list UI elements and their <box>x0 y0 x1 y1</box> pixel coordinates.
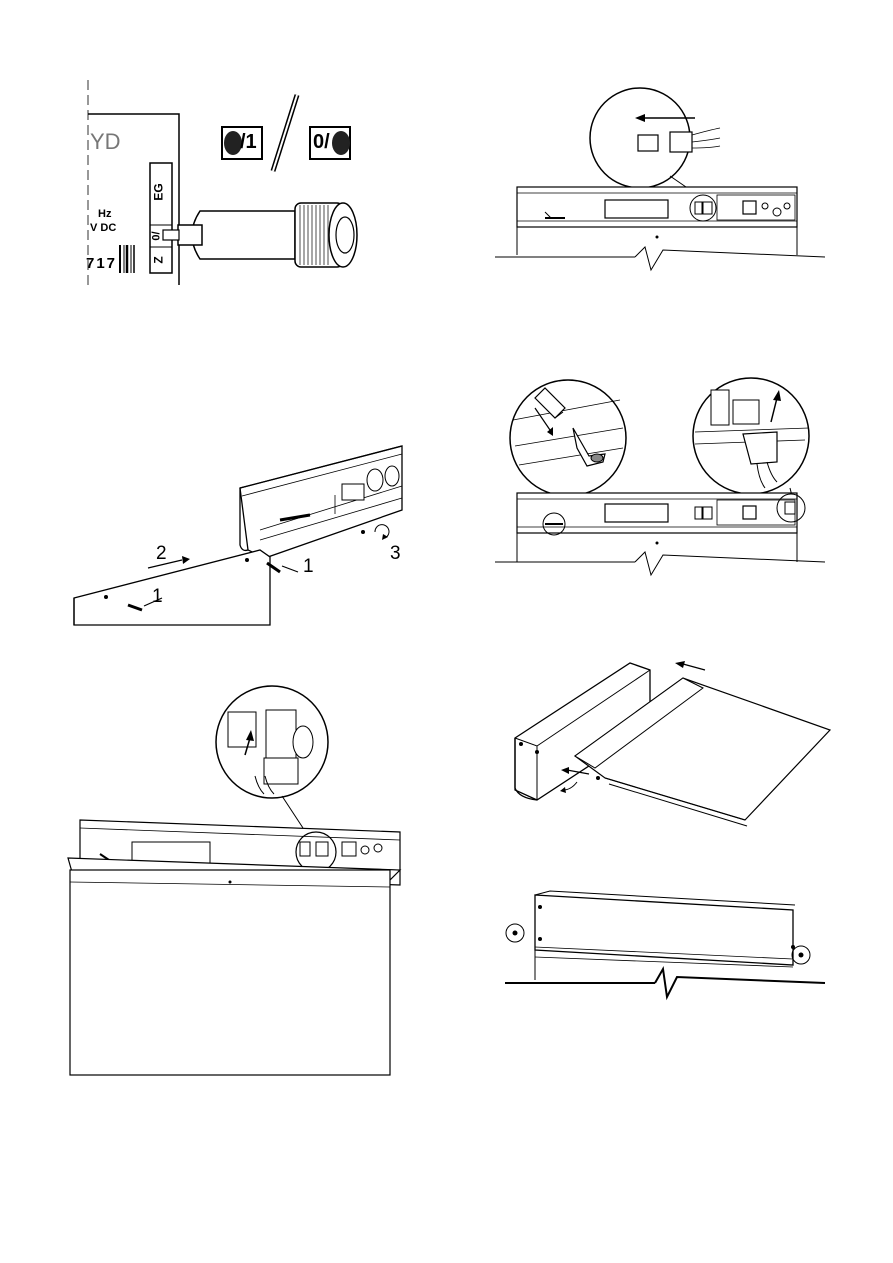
label-switch-side: 0/ <box>151 231 163 240</box>
label-serial: 717 <box>86 255 117 272</box>
label-model-partial: YD <box>90 129 121 155</box>
label-side-z: Z <box>152 256 166 263</box>
figure-bracket-connector <box>495 370 825 580</box>
figure-connector-unplug <box>495 90 825 280</box>
label-voltage: V DC <box>90 222 116 234</box>
callout-step-rotate: 3 <box>390 543 401 565</box>
label-side-code: EG <box>152 183 166 200</box>
figure-cover-removal: 2 1 1 3 <box>70 440 410 630</box>
switch-on-symbol: /1 <box>240 131 257 154</box>
callout-step-screw-left: 1 <box>152 586 163 608</box>
label-frequency: Hz <box>98 208 111 220</box>
callout-step-screw-right: 1 <box>303 556 314 578</box>
switch-off-symbol: 0/ <box>313 131 330 154</box>
figure-switch-screwdriver: YD Hz V DC 717 EG 0/ Z /1 0/ <box>60 75 380 300</box>
callout-step-slide: 2 <box>156 543 167 565</box>
figure-final-fixing <box>495 885 825 1005</box>
figure-cover-insert <box>505 660 835 830</box>
figure-unit-reconnect <box>60 690 410 1080</box>
